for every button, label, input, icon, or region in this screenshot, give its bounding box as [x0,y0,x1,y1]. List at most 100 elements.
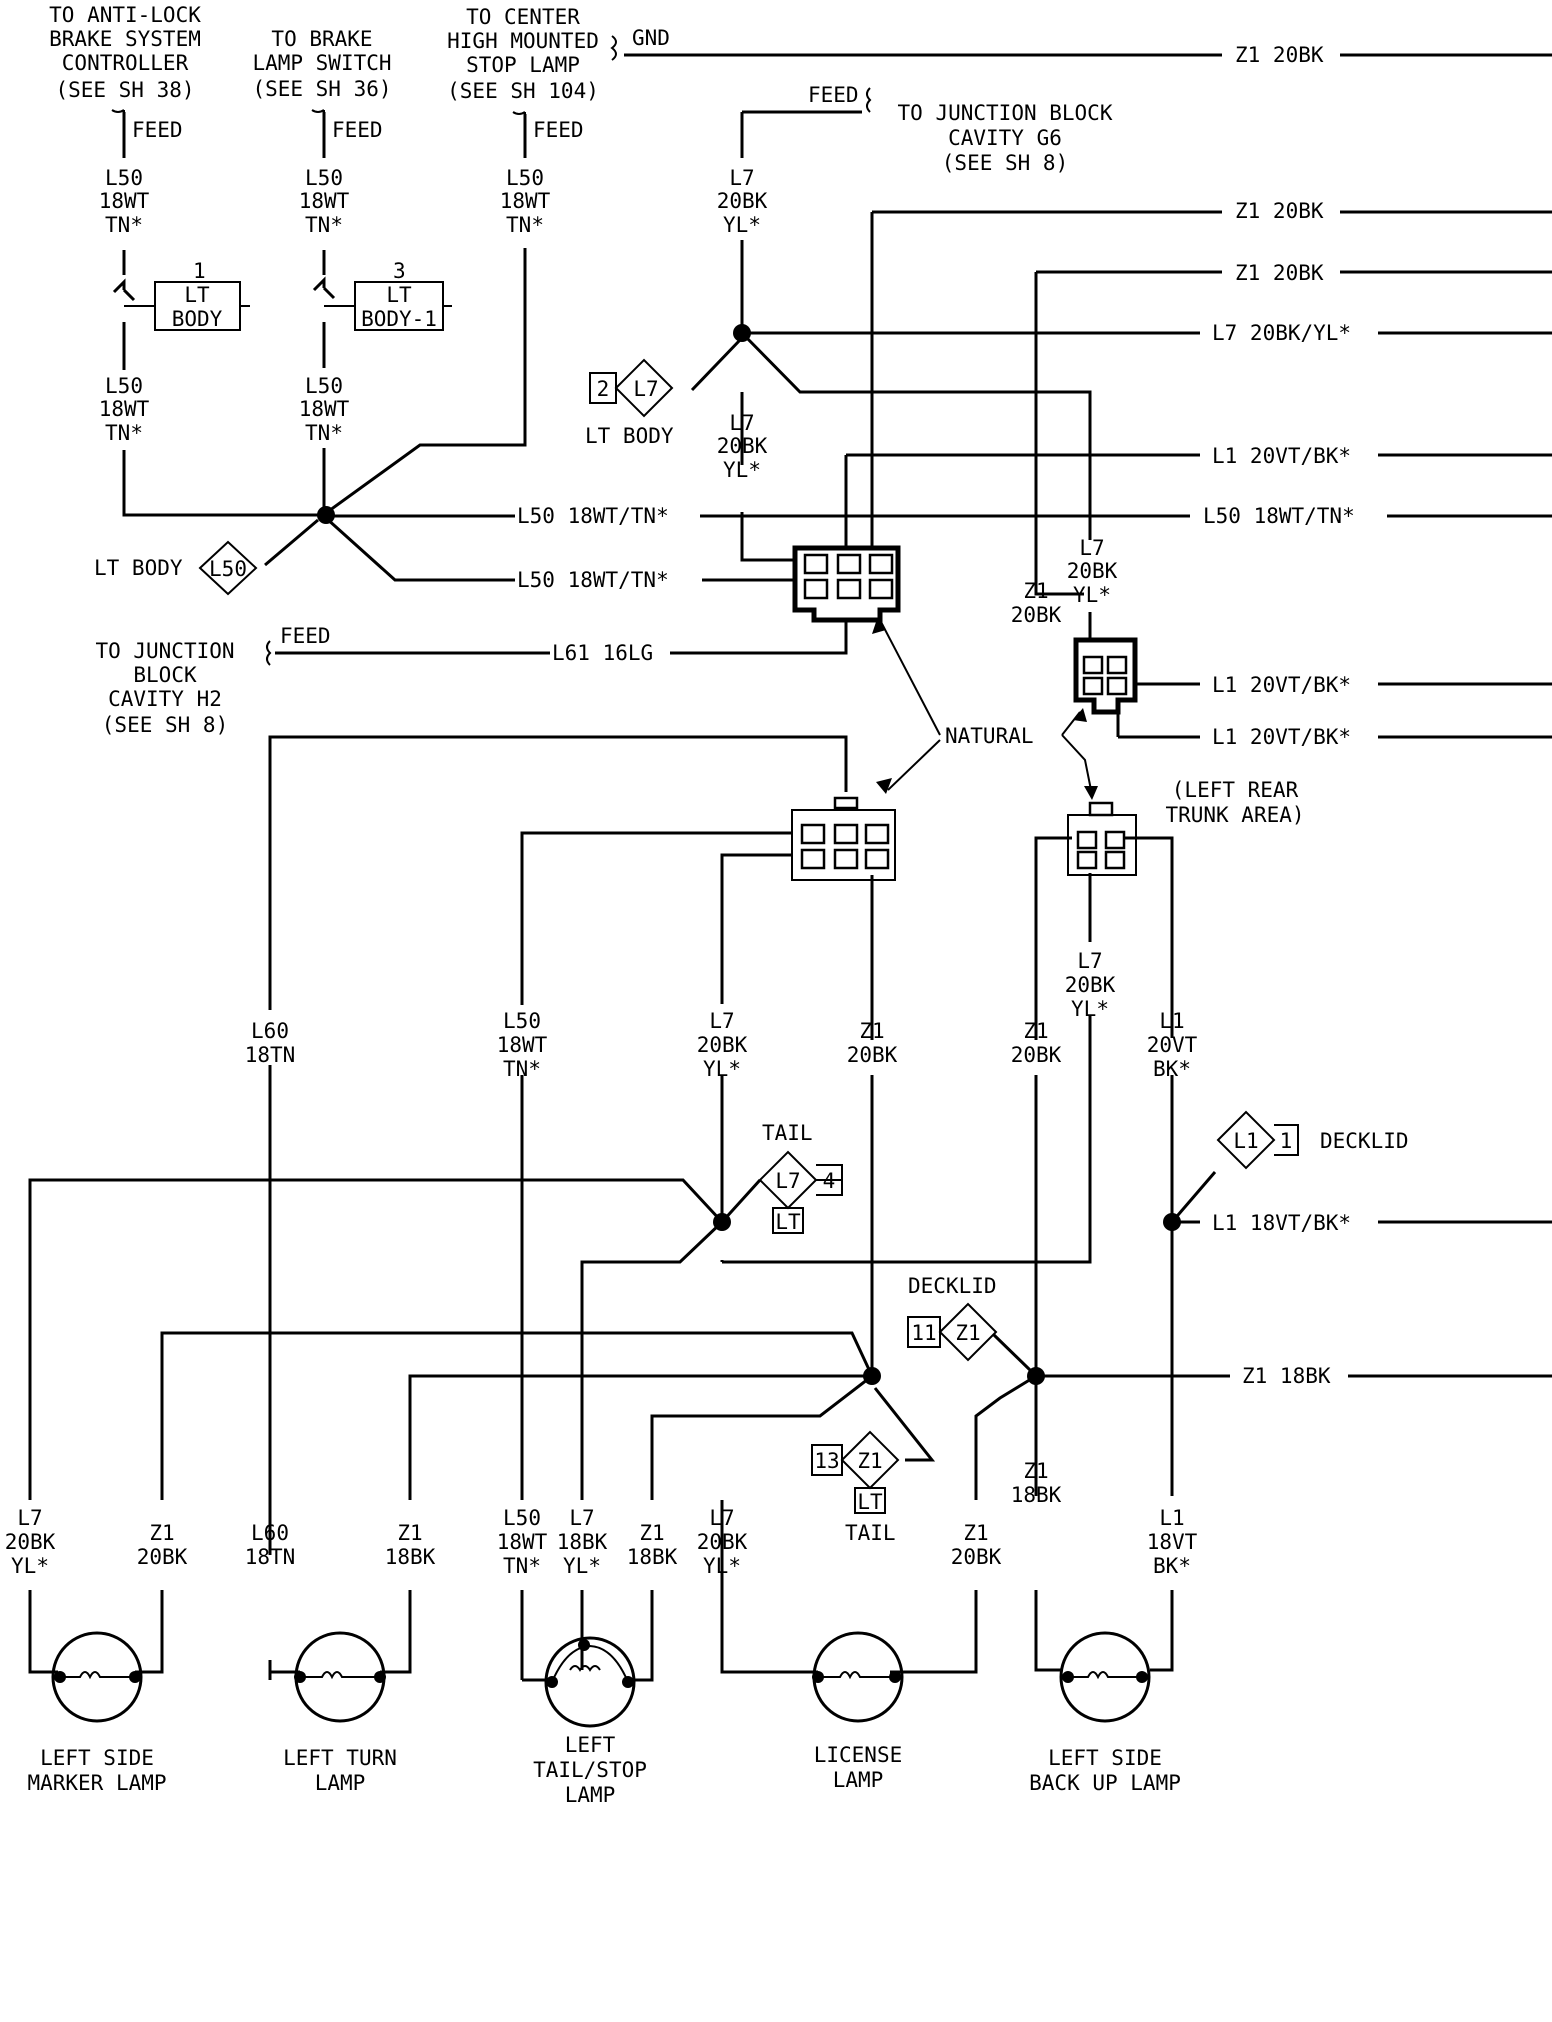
svg-text:L50: L50 [105,166,143,190]
source-brake-switch-label: TO BRAKE LAMP SWITCH (SEE SH 36) [252,27,391,101]
mid-wire-l50-b: L50 18WT/TN* [517,568,669,592]
splice-tail-z1: 13 Z1 LT TAIL [811,1430,900,1545]
gnd-brace [610,35,617,61]
splice-tail-z1-sub: LT [857,1490,883,1514]
svg-text:20BK: 20BK [697,1033,748,1057]
feed-brace-abs [111,109,125,124]
lamp-marker-line-1: LEFT SIDE [40,1746,154,1770]
lamp-license-line-1: LICENSE [814,1743,903,1767]
connector-upper-4way [1073,637,1138,715]
right-wire-z1-2: Z1 20BK [1235,199,1324,223]
source-abs-line-4: (SEE SH 38) [55,78,194,102]
svg-text:18BK: 18BK [557,1530,608,1554]
mid-wire-l61: L61 16LG [552,641,653,665]
lamp-left-turn: LEFT TURN LAMP [283,1631,397,1795]
source-chmsl-line-4: (SEE SH 104) [447,79,599,103]
mid-wire-l50-a: L50 18WT/TN* [517,504,669,528]
feed-label-abs: FEED [132,118,183,142]
splice-lt-body-l7-code: L7 [633,377,658,401]
source-jb-g6-label: TO JUNCTION BLOCK CAVITY G6 (SEE SH 8) [898,101,1113,175]
source-brake-line-1: TO BRAKE [271,27,372,51]
lamp-backup-line-2: BACK UP LAMP [1029,1771,1181,1795]
svg-text:20BK: 20BK [137,1545,188,1569]
splice-dot-tail-z1 [863,1367,881,1385]
svg-text:YL*: YL* [723,458,761,482]
inline-lt-body-1-num: 3 [393,259,406,283]
feed-brace-chmsl [512,111,526,126]
svg-text:18TN: 18TN [245,1545,296,1569]
splice-lt-body-l50: LT BODY L50 [94,540,258,596]
splice-tail-l7: TAIL L7 4 LT [758,1121,843,1234]
svg-text:L7: L7 [17,1506,42,1530]
svg-text:20BK: 20BK [1067,559,1118,583]
right-wire-l1-2: L1 20VT/BK* [1212,673,1351,697]
svg-text:YL*: YL* [1073,583,1111,607]
svg-text:TN*: TN* [506,213,544,237]
splice-lt-body-l50-code: L50 [209,557,247,581]
splice-dot-l1-decklid [1163,1213,1181,1231]
svg-text:Z1: Z1 [963,1521,988,1545]
gnd-label: GND [632,26,670,50]
splice-dot-tail-l7 [713,1213,731,1231]
splice-decklid-l1-code: L1 [1233,1129,1258,1153]
svg-text:20BK: 20BK [717,434,768,458]
inline-connector-lt-body: 1 LT BODY [124,259,250,331]
source-g6-line-2: CAVITY G6 [948,126,1062,150]
svg-text:YL*: YL* [563,1554,601,1578]
svg-text:YL*: YL* [11,1554,49,1578]
splice-lt-body-l50-name: LT BODY [94,556,183,580]
svg-text:TN*: TN* [305,213,343,237]
inline-lt-body-num: 1 [193,259,206,283]
source-h2-line-4: (SEE SH 8) [102,713,228,737]
lamp-tail-line-2: TAIL/STOP [533,1758,647,1782]
feed-label-chmsl: FEED [533,118,584,142]
splice-lt-body-l7: 2 L7 LT BODY [585,358,674,448]
svg-text:18WT: 18WT [500,189,551,213]
svg-text:Z1: Z1 [149,1521,174,1545]
right-wire-l1-3: L1 20VT/BK* [1212,725,1351,749]
feed-brace-brake [311,109,325,124]
splice-dot-decklid-z1 [1027,1367,1045,1385]
svg-text:Z1: Z1 [1023,1459,1048,1483]
lamp-marker-line-2: MARKER LAMP [27,1771,166,1795]
inline-connector-lt-body-1: 3 LT BODY-1 [324,259,452,331]
svg-text:Z1: Z1 [1023,1019,1048,1043]
svg-text:20BK: 20BK [1011,1043,1062,1067]
svg-text:18VT: 18VT [1147,1530,1198,1554]
right-wire-l50: L50 18WT/TN* [1203,504,1355,528]
svg-text:L50: L50 [506,166,544,190]
svg-text:BK*: BK* [1153,1057,1191,1081]
source-brake-line-2: LAMP SWITCH [252,51,391,75]
svg-text:L50: L50 [305,374,343,398]
lamp-turn-line-1: LEFT TURN [283,1746,397,1770]
svg-text:20BK: 20BK [847,1043,898,1067]
source-abs-line-1: TO ANTI-LOCK [49,3,201,27]
decklid-label-upper: DECKLID [1320,1129,1409,1153]
lamp-left-side-marker: LEFT SIDE MARKER LAMP [27,1631,167,1795]
svg-text:Z1: Z1 [859,1019,884,1043]
splice-lt-body-l7-num: 2 [597,377,610,401]
splice-decklid-l1: L1 1 DECKLID [1216,1110,1409,1170]
svg-text:18BK: 18BK [627,1545,678,1569]
svg-text:TN*: TN* [503,1554,541,1578]
svg-text:L1: L1 [1159,1009,1184,1033]
right-wire-z1-4: Z1 18BK [1242,1364,1331,1388]
right-wire-z1-1: Z1 20BK [1235,43,1324,67]
splice-tail-z1-code: Z1 [857,1449,882,1473]
decklid-label-lower: DECKLID [908,1274,997,1298]
connector-lower-4way [1067,801,1137,876]
svg-text:LT: LT [184,283,210,307]
svg-text:TN*: TN* [105,213,143,237]
source-chmsl-line-1: TO CENTER [466,5,580,29]
svg-text:L60: L60 [251,1019,289,1043]
splice-dot-l50 [317,506,335,524]
feed-label-h2: FEED [280,624,331,648]
feed-label-g6: FEED [808,83,859,107]
svg-text:20BK: 20BK [717,189,768,213]
source-h2-line-1: TO JUNCTION [95,639,234,663]
natural-label: NATURAL [945,724,1034,748]
svg-text:YL*: YL* [1071,997,1109,1021]
splice-dot-l7-upper [733,324,751,342]
